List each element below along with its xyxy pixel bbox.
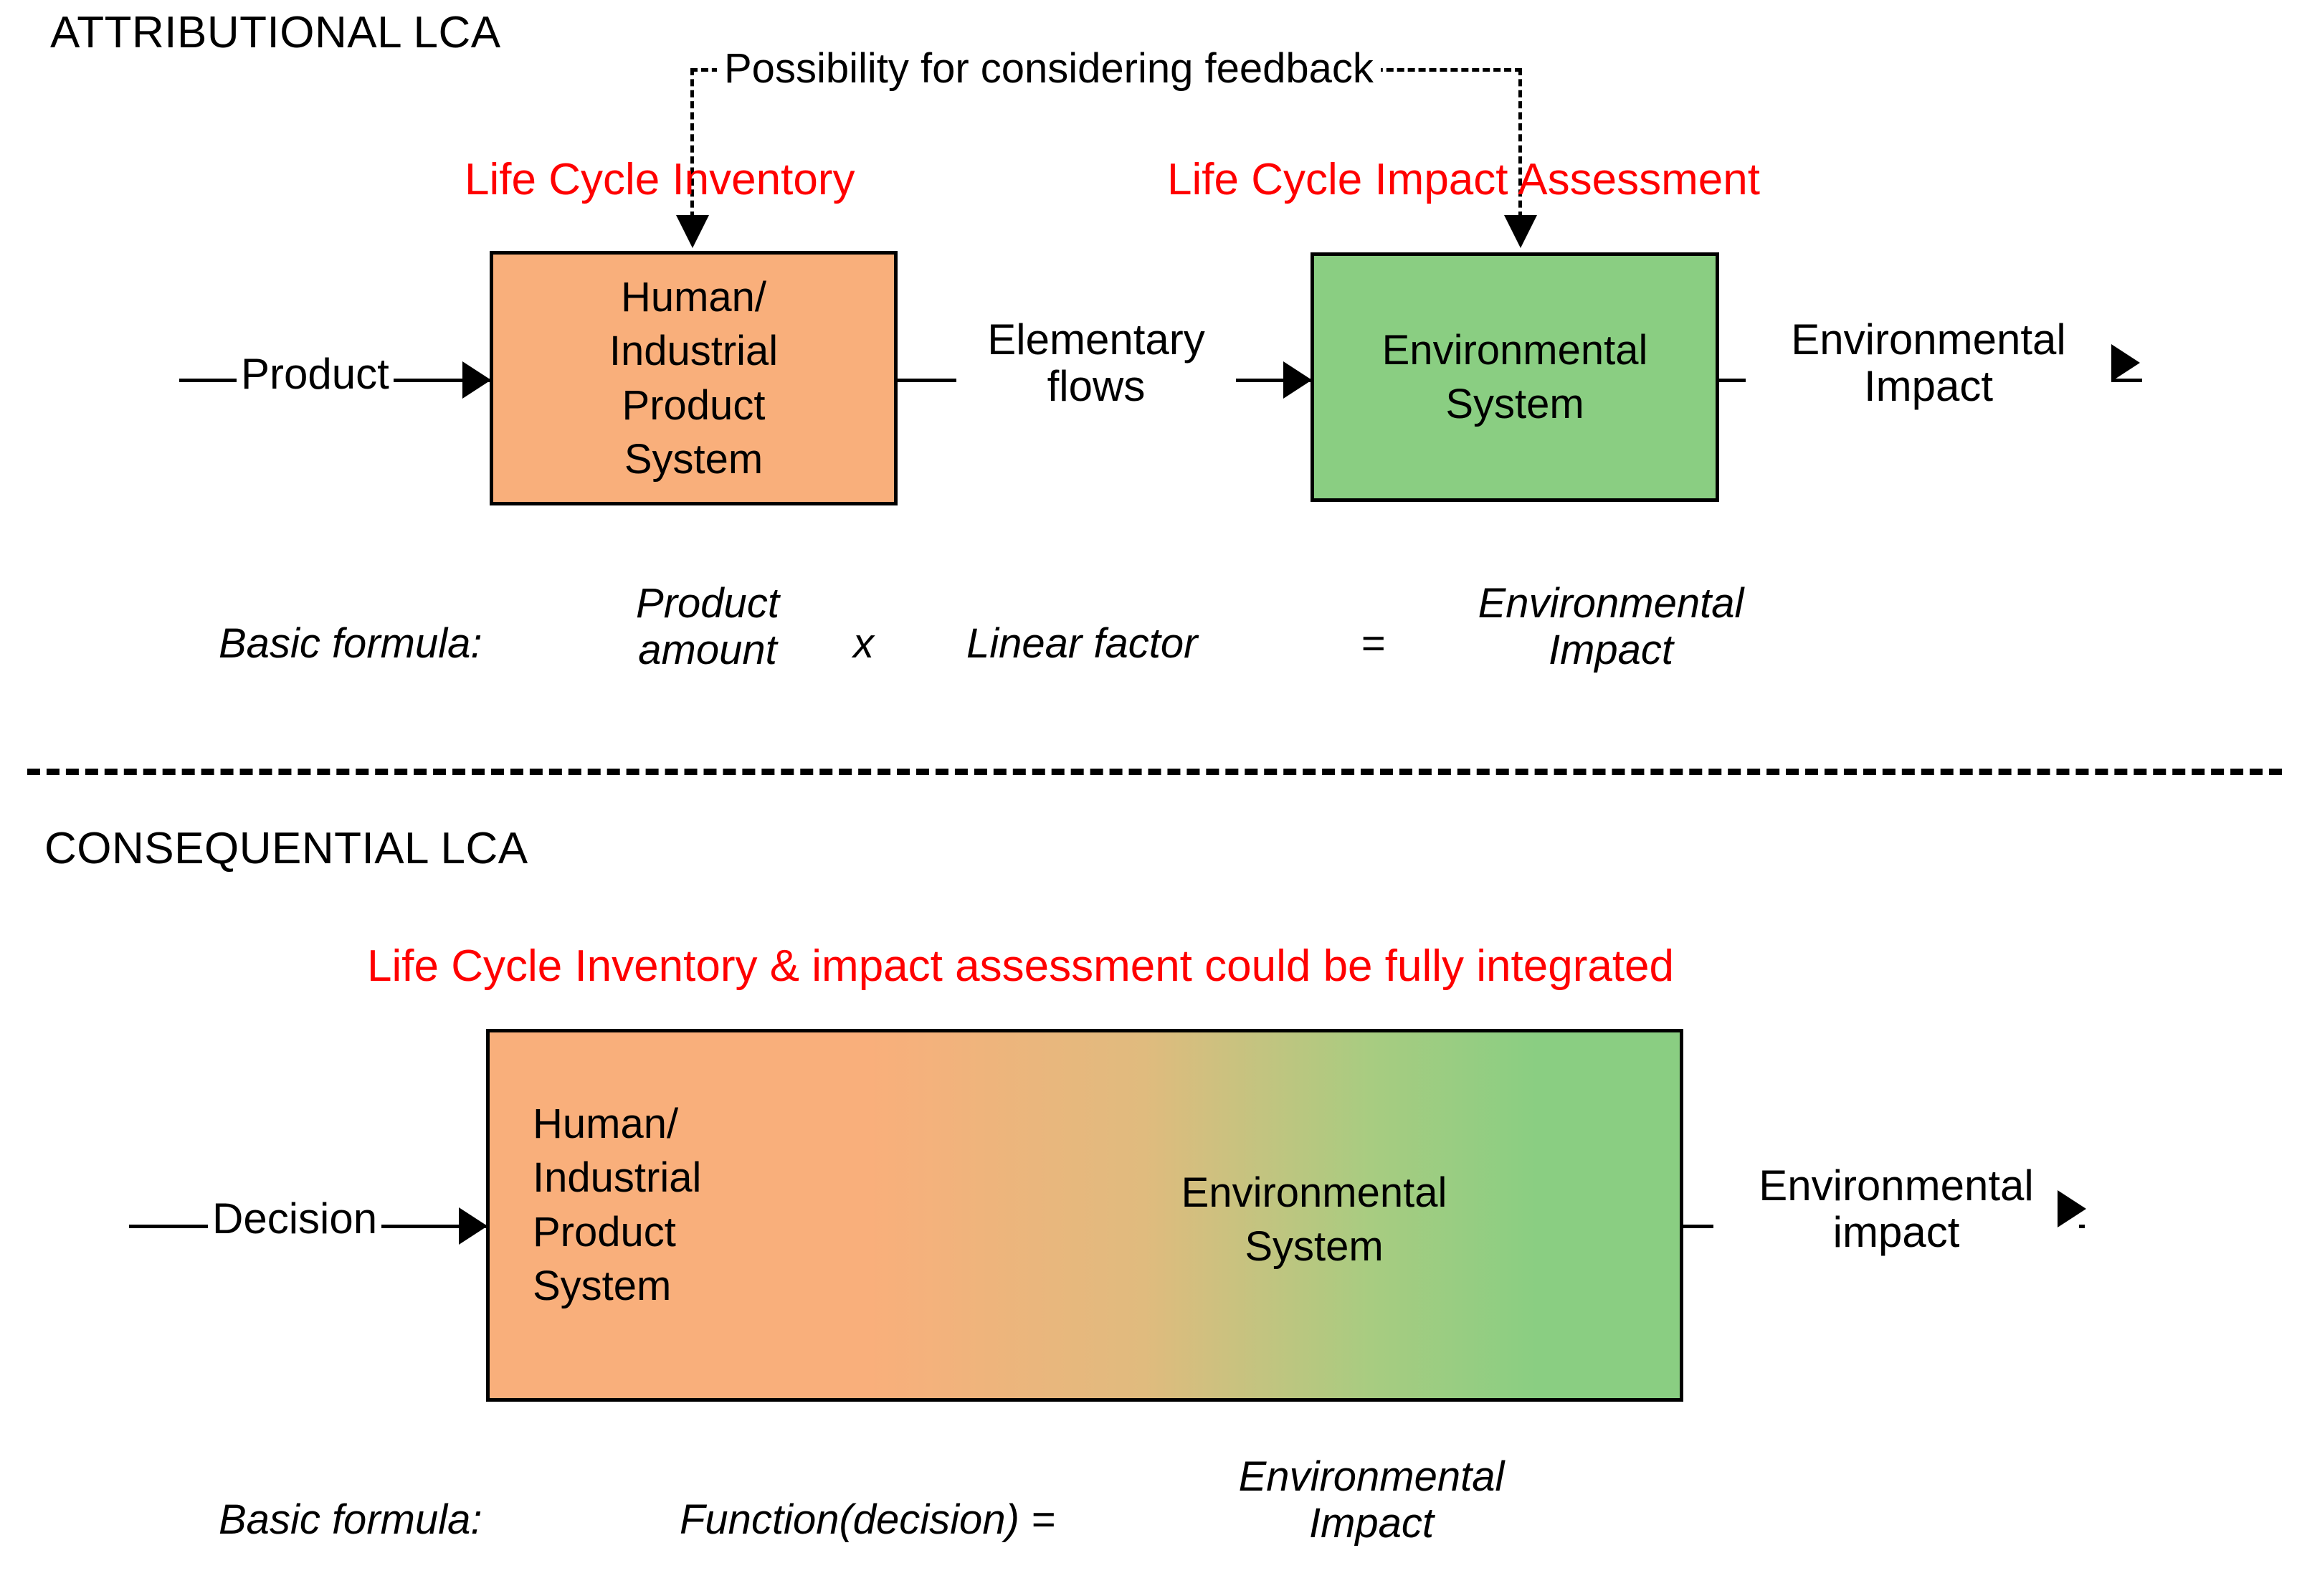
environmental-impact-output-label-bottom: Environmental impact (1713, 1162, 2079, 1256)
box-environmental-system-label-bottom: Environmental System (1181, 1166, 1447, 1274)
box-line: Product (622, 381, 766, 429)
feedback-arrowhead-lcia (1504, 215, 1537, 248)
box-line: System (533, 1263, 672, 1310)
formula-line: Environmental (1478, 580, 1744, 627)
box-environmental-system-label: Environmental System (1382, 323, 1648, 432)
attributional-formula-operator: x (853, 620, 874, 667)
flow-line: Impact (1863, 361, 1994, 410)
environmental-impact-output-label: Environmental Impact (1746, 315, 2111, 410)
box-human-industrial-product-system-label-bottom: Human/ Industrial Product System (533, 1097, 701, 1314)
decision-input-label: Decision (208, 1195, 382, 1243)
attributional-formula-prefix: Basic formula: (219, 620, 482, 667)
elementary-flows-arrowhead (1283, 361, 1312, 399)
environmental-impact-output-arrowhead-bottom (2058, 1190, 2086, 1227)
attributional-formula-equals: = (1361, 620, 1385, 667)
formula-line: Environmental (1238, 1453, 1505, 1500)
flow-line: Environmental (1791, 315, 2066, 364)
box-human-industrial-product-system: Human/ Industrial Product System (490, 251, 898, 505)
formula-line: Product (636, 580, 779, 627)
box-human-industrial-product-system-label: Human/ Industrial Product System (609, 270, 778, 487)
flow-line: Elementary (987, 315, 1205, 364)
formula-line: amount (638, 626, 777, 673)
attributional-formula-term1: Product amount (611, 580, 804, 674)
formula-line: Impact (1308, 1499, 1435, 1547)
box-line: Product (533, 1208, 676, 1255)
phase-label-life-cycle-impact-assessment: Life Cycle Impact Assessment (1167, 155, 1760, 204)
phase-label-life-cycle-inventory: Life Cycle Inventory (465, 155, 855, 204)
box-integrated-system: Human/ Industrial Product System Environ… (486, 1029, 1683, 1402)
attributional-formula-term2: Linear factor (966, 620, 1198, 667)
decision-input-arrowhead (459, 1207, 487, 1245)
box-line: Industrial (609, 328, 779, 375)
consequential-formula-result: Environmental Impact (1196, 1453, 1547, 1547)
product-input-label: Product (237, 351, 394, 398)
phase-label-integrated: Life Cycle Inventory & impact assessment… (367, 941, 1675, 991)
consequential-formula-expression: Function(decision) = (680, 1496, 1055, 1543)
section-divider (27, 769, 2282, 775)
box-line: Environmental (1181, 1169, 1447, 1216)
consequential-formula-prefix: Basic formula: (219, 1496, 482, 1543)
elementary-flows-label: Elementary flows (956, 315, 1236, 410)
flow-line: Environmental (1759, 1162, 2034, 1210)
consequential-section-title: CONSEQUENTIAL LCA (44, 824, 528, 873)
product-input-arrowhead (462, 361, 491, 399)
feedback-right-dashed-line (1518, 68, 1522, 219)
environmental-impact-output-arrowhead (2111, 344, 2140, 381)
box-line: Environmental (1381, 326, 1648, 374)
attributional-formula-result: Environmental Impact (1435, 580, 1787, 674)
box-line: System (1445, 381, 1584, 427)
feedback-left-dashed-line (690, 68, 694, 219)
flow-line: flows (1047, 361, 1146, 410)
feedback-arrowhead-lci (676, 215, 709, 248)
box-line: System (624, 435, 764, 483)
box-line: Human/ (533, 1101, 679, 1147)
flow-line: impact (1832, 1207, 1960, 1256)
feedback-note-label: Possibility for considering feedback (717, 44, 1381, 92)
box-line: System (1245, 1223, 1384, 1270)
formula-line: Impact (1548, 626, 1674, 673)
attributional-section-title: ATTRIBUTIONAL LCA (50, 8, 501, 57)
box-line: Human/ (620, 273, 767, 320)
box-environmental-system: Environmental System (1311, 252, 1719, 502)
box-line: Industrial (533, 1154, 702, 1202)
